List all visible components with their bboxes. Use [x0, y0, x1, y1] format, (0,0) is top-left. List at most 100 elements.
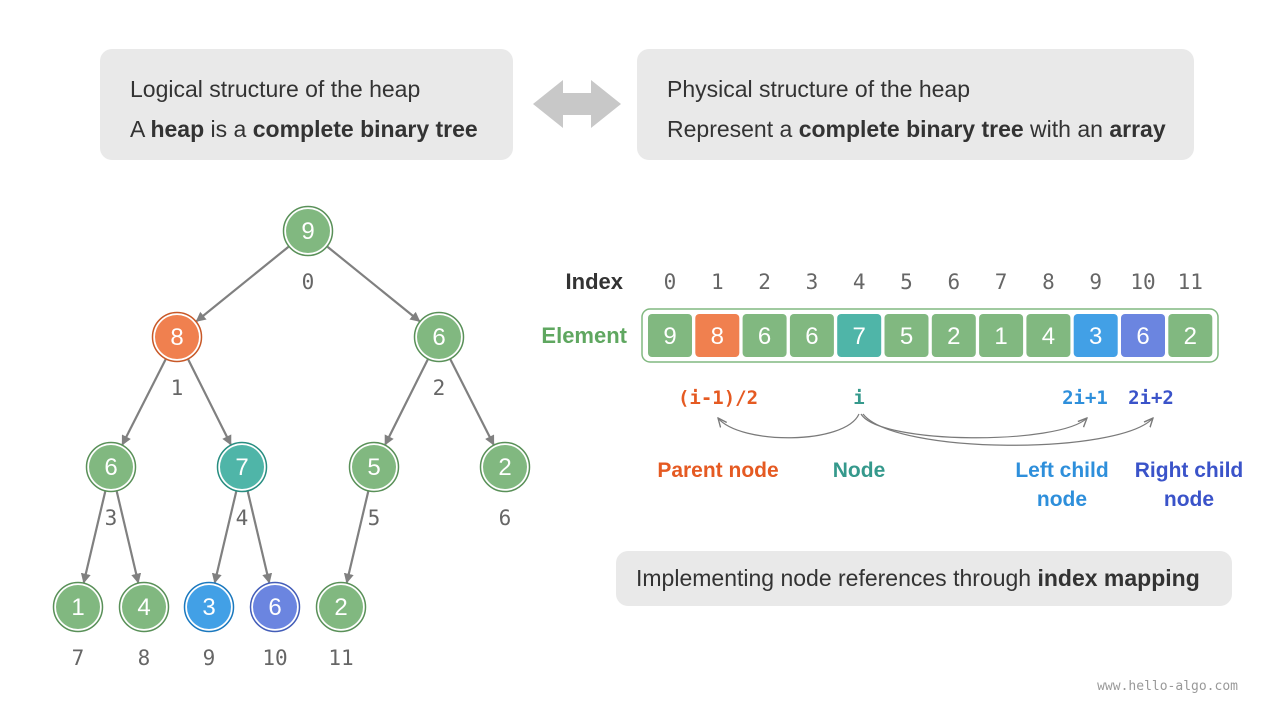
array-index-5: 5: [900, 270, 913, 294]
tree-node-8: [122, 585, 166, 629]
array-cell-value: 8: [711, 323, 724, 350]
physical-structure-title: Physical structure of the heap: [667, 76, 970, 102]
tree-node-index: 4: [236, 506, 249, 530]
array-index-1: 1: [711, 270, 724, 294]
tree-edge-3-8: [115, 491, 142, 584]
tree-node-11: [319, 585, 363, 629]
array-cell-9: [1073, 314, 1118, 357]
tree-node-6: [483, 445, 527, 489]
tree-edge-4-9: [211, 491, 238, 584]
tree-node-9: [187, 585, 231, 629]
tree-node-index: 11: [328, 646, 353, 670]
index-mapping-box: Implementing node references through ind…: [616, 551, 1232, 606]
tree-edge-4-10: [246, 491, 273, 584]
tree-node-value: 4: [137, 594, 150, 621]
parent-node-label: Parent node: [657, 459, 778, 482]
parent-arrow: [718, 413, 860, 439]
tree-node-index: 10: [262, 646, 287, 670]
tree-node-value: 9: [301, 218, 314, 245]
left-child-label-line1: Left child: [1015, 459, 1108, 482]
tree-node-index: 0: [302, 270, 315, 294]
tree-node-0: [286, 209, 330, 253]
array-cell-2: [742, 314, 787, 357]
right-child-label-line1: Right child: [1135, 459, 1244, 482]
tree-node-value: 5: [367, 454, 380, 481]
tree-node-index: 6: [499, 506, 512, 530]
array-index-6: 6: [947, 270, 960, 294]
double-arrow-icon: [533, 80, 621, 128]
tree-node-index: 9: [203, 646, 216, 670]
logical-structure-description: A heap is a complete binary tree: [130, 109, 483, 149]
array-cell-0: [648, 314, 692, 357]
tree-node-3: [89, 445, 133, 489]
parent-formula: (i-1)/2: [678, 387, 758, 409]
array-cell-8: [1026, 314, 1071, 357]
tree-node-2: [417, 315, 461, 359]
right-child-label-line2: node: [1164, 488, 1214, 511]
array-cell-value: 6: [1136, 323, 1149, 350]
tree-edge-5-11: [343, 491, 370, 584]
tree-edge-0-1: [195, 245, 290, 323]
physical-text-2: with an: [1023, 116, 1110, 142]
index-mapping-text: Implementing node references through ind…: [636, 551, 1200, 606]
logical-structure-title: Logical structure of the heap: [130, 76, 421, 102]
array-cell-6: [931, 314, 976, 357]
tree-edge-1-3: [121, 358, 167, 446]
array-index-4: 4: [853, 270, 866, 294]
tree-node-value: 2: [334, 594, 347, 621]
tree-node-value: 2: [498, 454, 511, 481]
right-child-formula: 2i+2: [1128, 387, 1174, 409]
array-cell-4: [837, 314, 882, 357]
array-cell-7: [979, 314, 1024, 357]
tree-node-value: 1: [71, 594, 84, 621]
tree-node-value: 8: [170, 324, 183, 351]
array-cell-1: [695, 314, 740, 357]
tree-node-value: 6: [432, 324, 445, 351]
array-index-3: 3: [806, 270, 819, 294]
array-cell-value: 2: [1184, 323, 1197, 350]
tree-node-value: 3: [202, 594, 215, 621]
logical-bold-heap: heap: [150, 116, 205, 142]
mapping-text-1: Implementing node references through: [636, 565, 1038, 591]
tree-edge-3-7: [80, 491, 107, 584]
mapping-bold: index mapping: [1037, 565, 1200, 591]
tree-node-4: [220, 445, 264, 489]
element-row-label: Element: [541, 323, 627, 348]
node-label: Node: [833, 459, 886, 482]
array-cell-value: 6: [758, 323, 771, 350]
tree-edge-1-4: [187, 358, 232, 446]
array-index-8: 8: [1042, 270, 1055, 294]
array-cell-value: 2: [947, 323, 960, 350]
physical-bold-tree: complete binary tree: [798, 116, 1024, 142]
left-child-label-line2: node: [1037, 488, 1087, 511]
array-cell-10: [1121, 314, 1165, 357]
array-cell-value: 6: [805, 323, 818, 350]
tree-node-10: [253, 585, 297, 629]
tree-node-7: [56, 585, 100, 629]
array-cell-value: 5: [900, 323, 913, 350]
node-formula: i: [853, 387, 864, 409]
array-index-2: 2: [758, 270, 771, 294]
tree-node-1: [155, 315, 199, 359]
watermark: www.hello-algo.com: [1097, 679, 1238, 694]
logical-text-1: A: [130, 116, 151, 142]
tree-node-index: 8: [138, 646, 151, 670]
tree-edge-0-2: [326, 245, 421, 323]
right-child-arrow: [862, 413, 1153, 446]
tree-node-5: [352, 445, 396, 489]
tree-node-index: 2: [433, 376, 446, 400]
array-cell-5: [884, 314, 929, 357]
array-cell-value: 3: [1089, 323, 1102, 350]
array-cell-value: 9: [663, 323, 676, 350]
array-index-0: 0: [664, 270, 677, 294]
logical-structure-box: Logical structure of the heap A heap is …: [100, 49, 513, 160]
array-cell-value: 4: [1042, 323, 1055, 350]
array-cell-3: [789, 314, 834, 357]
left-child-formula: 2i+1: [1062, 387, 1108, 409]
tree-edge-2-5: [384, 358, 429, 446]
physical-structure-box: Physical structure of the heap Represent…: [637, 49, 1194, 160]
physical-structure-description: Represent a complete binary tree with an…: [667, 109, 1166, 149]
tree-node-value: 6: [104, 454, 117, 481]
